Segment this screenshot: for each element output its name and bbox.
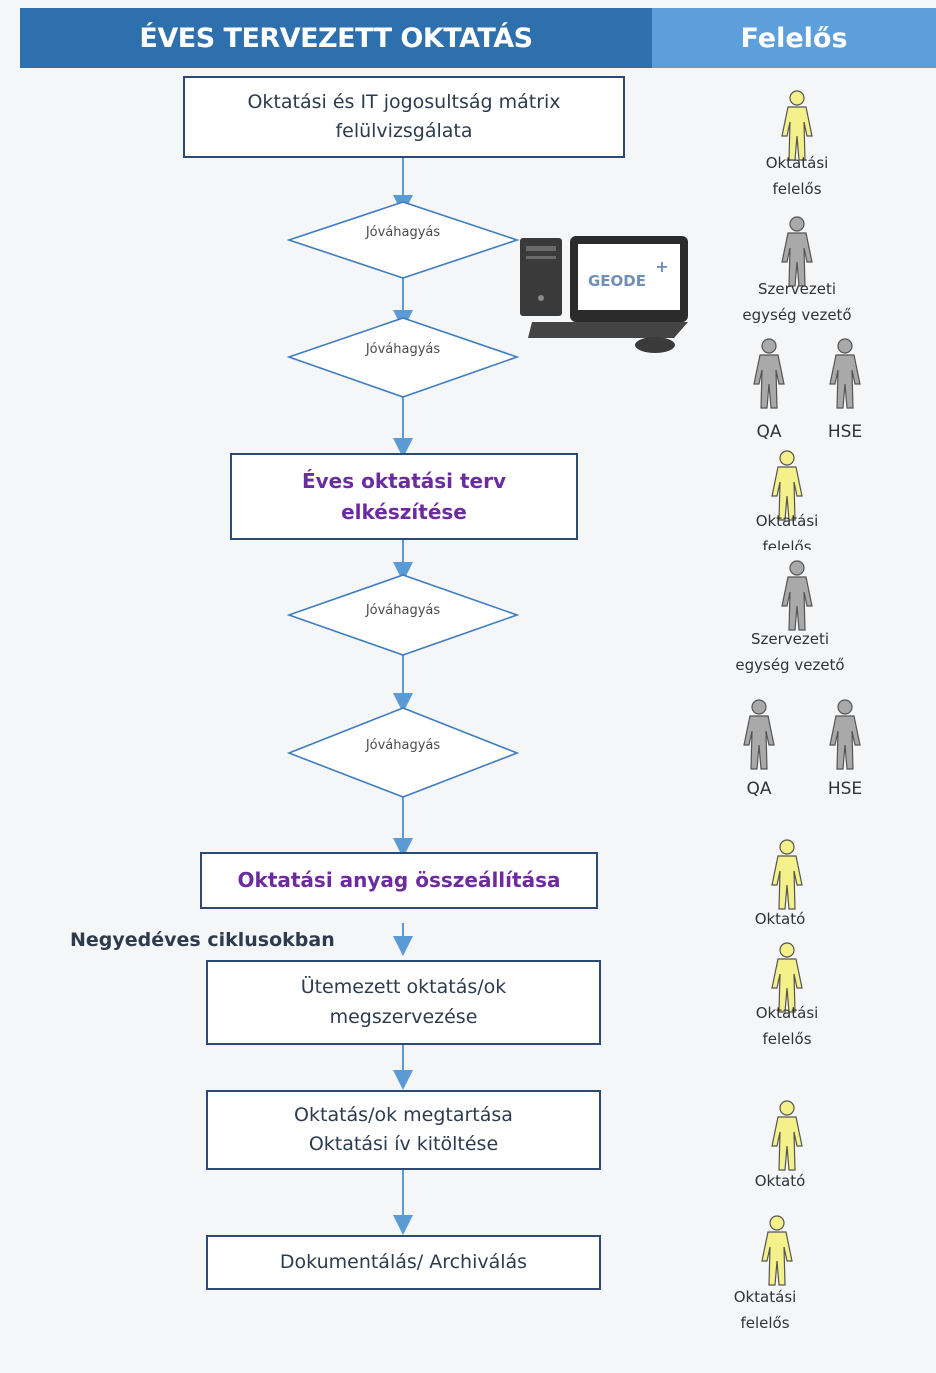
person-icon [771, 839, 803, 910]
person-icon [761, 1215, 793, 1286]
approval-diamond [286, 201, 520, 279]
step-organize-training: Ütemezett oktatás/ok megszervezése [206, 960, 601, 1045]
role-unit-head: Szervezeti egység vezető [710, 626, 870, 679]
step-text: Oktatási anyag összeállítása [237, 868, 561, 892]
step-text: Oktatás/ok megtartása [294, 1103, 513, 1126]
step-archive: Dokumentálás/ Archiválás [206, 1235, 601, 1290]
step-text: felülvizsgálata [335, 120, 473, 142]
step-text: Oktatási ív kitöltése [308, 1133, 499, 1155]
step-text: megszervezése [329, 1005, 478, 1028]
person-icon [771, 1100, 803, 1171]
computer-icon: GEODE + [520, 236, 688, 353]
role-hse: HSE [827, 779, 863, 799]
role-training-owner: Oktatási felelős [707, 1000, 867, 1053]
role-hse: HSE [827, 422, 863, 442]
role-text: felelős [762, 1030, 812, 1049]
role-training-owner: Oktatási felelős [707, 508, 867, 550]
step-annual-plan: Éves oktatási terv elkészítése [230, 453, 578, 540]
person-icon [829, 338, 861, 409]
role-text: Oktatási [733, 1288, 797, 1306]
role-text: Oktatási [755, 1004, 819, 1022]
geode-logo-mark: + [655, 257, 668, 276]
role-text: felelős [762, 538, 812, 550]
role-qa: QA [746, 779, 772, 799]
step-text: Ütemezett oktatás/ok [300, 976, 507, 999]
flow-title: ÉVES TERVEZETT OKTATÁS [139, 22, 533, 54]
approval-diamond [286, 707, 520, 798]
role-text: egység vezető [735, 656, 845, 675]
step-text: elkészítése [341, 499, 467, 524]
role-text: Oktatási [755, 512, 819, 530]
role-unit-head: Szervezeti egység vezető [717, 276, 877, 329]
person-icon [781, 560, 813, 631]
person-icon [829, 699, 861, 770]
approval-label: Jóváhagyás [365, 342, 441, 357]
approval-diamond [286, 574, 520, 656]
step-training-material: Oktatási anyag összeállítása [200, 852, 598, 909]
step-matrix-review: Oktatási és IT jogosultság mátrix felülv… [183, 76, 625, 158]
role-trainer: Oktató [754, 1172, 806, 1190]
approval-label: Jóváhagyás [365, 603, 441, 618]
person-icon [753, 338, 785, 409]
step-hold-training: Oktatás/ok megtartása Oktatási ív kitölt… [206, 1090, 601, 1170]
approval-label: Jóváhagyás [365, 225, 441, 240]
role-text: felelős [772, 180, 822, 199]
person-icon [743, 699, 775, 770]
role-text: Szervezeti [750, 630, 830, 648]
role-text: Szervezeti [757, 280, 837, 298]
flow-header: ÉVES TERVEZETT OKTATÁS [20, 8, 652, 68]
step-text: Dokumentálás/ Archiválás [279, 1250, 528, 1273]
role-text: Oktatási [765, 154, 829, 172]
role-qa: QA [756, 422, 782, 442]
role-training-owner: Oktatási felelős [685, 1284, 845, 1337]
role-trainer: Oktató [754, 910, 806, 928]
geode-logo: GEODE [588, 272, 646, 290]
role-text: egység vezető [742, 306, 852, 325]
approval-diamond [286, 317, 520, 398]
responsible-header: Felelős [652, 8, 936, 68]
quarterly-note: Negyedéves ciklusokban [70, 929, 335, 951]
approval-label: Jóváhagyás [365, 738, 441, 753]
role-text: felelős [740, 1314, 790, 1333]
responsible-title: Felelős [740, 22, 848, 54]
step-text: Éves oktatási terv [301, 468, 507, 493]
step-text: Oktatási és IT jogosultság mátrix [247, 90, 561, 113]
role-training-owner: Oktatási felelős [717, 150, 877, 203]
